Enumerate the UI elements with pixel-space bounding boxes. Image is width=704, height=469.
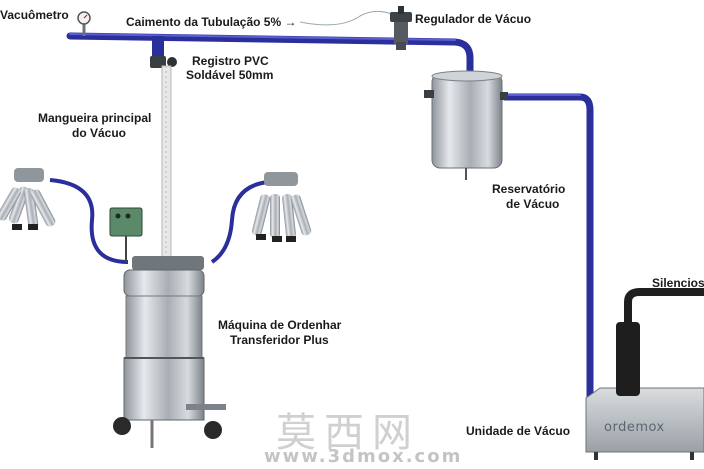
silencer-icon: [616, 292, 704, 396]
label-registro-line1: Registro PVC: [192, 54, 269, 68]
milking-cluster-icon: [0, 168, 57, 230]
label-mangueira-line1: Mangueira principal: [38, 111, 151, 125]
label-regulador: Regulador de Vácuo: [415, 12, 531, 26]
pulsator-box: [110, 208, 142, 262]
slope-leader-line: [300, 11, 392, 24]
label-reservatorio-line1: Reservatório: [492, 182, 565, 196]
milking-machine: [113, 256, 226, 448]
vacuum-gauge-icon: [78, 12, 90, 36]
pump-brand-logo: ordemox: [604, 420, 665, 435]
label-registro-line2: Soldável 50mm: [186, 68, 273, 82]
watermark-url: www.3dmox.com: [264, 446, 462, 467]
label-silenciador: Silencios: [652, 276, 704, 290]
label-reservatorio-line2: de Vácuo: [506, 197, 559, 211]
label-maquina-line2: Transferidor Plus: [230, 333, 329, 347]
main-hose: [162, 66, 171, 266]
vacuum-reservoir-tank: [424, 71, 508, 180]
label-caimento: Caimento da Tubulação 5% →: [126, 15, 296, 29]
label-caimento-text: Caimento da Tubulação 5%: [126, 15, 281, 29]
label-maquina-line1: Máquina de Ordenhar: [218, 318, 341, 332]
label-unidade: Unidade de Vácuo: [466, 424, 570, 438]
label-vacuometro: Vacuômetro: [0, 8, 69, 22]
arrow-right-icon: →: [281, 15, 296, 29]
label-mangueira-line2: do Vácuo: [72, 126, 126, 140]
